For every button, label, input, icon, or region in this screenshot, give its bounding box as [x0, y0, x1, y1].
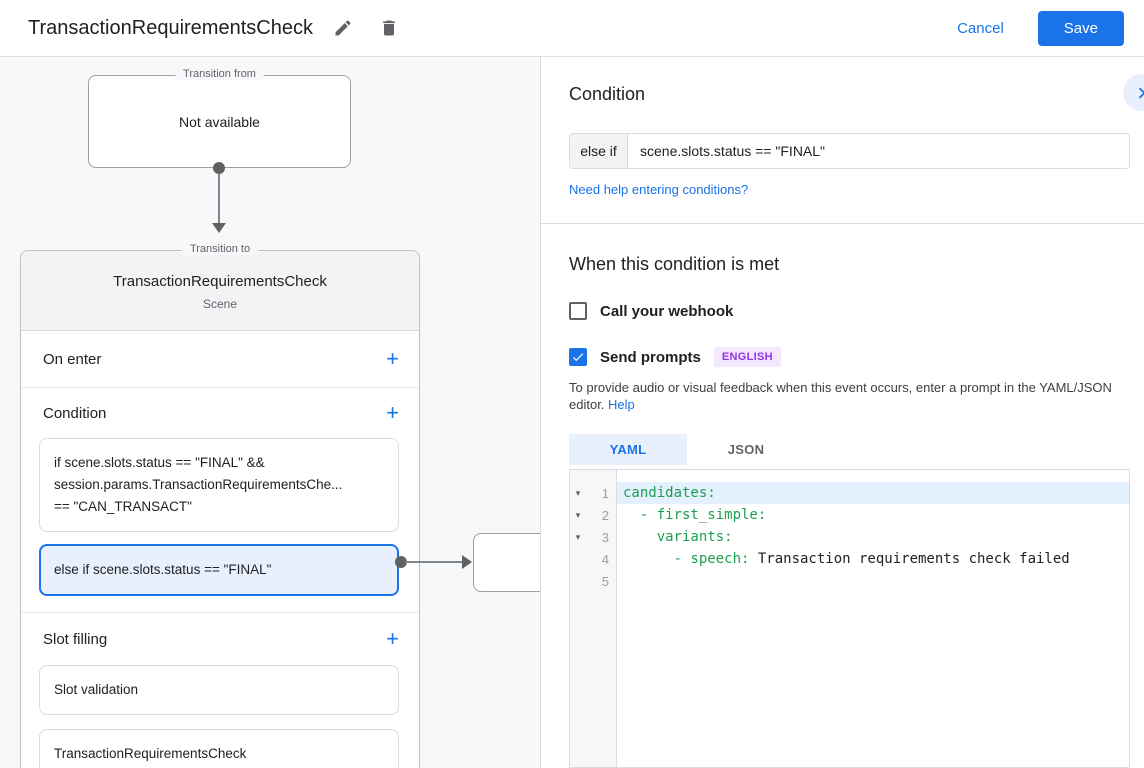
- line-number: 5: [601, 573, 609, 589]
- scene-diagram-canvas: Transition from Not available Transition…: [0, 57, 565, 768]
- yaml-key: - speech:: [623, 551, 758, 567]
- yaml-key: - first_simple:: [623, 507, 767, 523]
- send-prompts-row: Send prompts ENGLISH: [569, 347, 1130, 367]
- send-prompts-label: Send prompts: [600, 348, 701, 366]
- condition-1-line-2: session.params.TransactionRequirementsCh…: [54, 477, 343, 492]
- slot-validation-text: Slot validation: [54, 682, 139, 697]
- editor-gutter: ▾ 1 ▾ 2 ▾ 3 4 5: [570, 470, 617, 767]
- slot-filling-label: Slot filling: [43, 630, 108, 648]
- condition-item-1[interactable]: if scene.slots.status == "FINAL" && sess…: [39, 438, 399, 532]
- pencil-icon: [333, 18, 353, 38]
- line-number: 2: [601, 507, 609, 523]
- add-slot-button[interactable]: +: [386, 626, 399, 651]
- webhook-row: Call your webhook: [569, 302, 1130, 320]
- transition-from-box: Transition from Not available: [88, 68, 351, 168]
- scene-card-subtitle: Scene: [202, 297, 238, 311]
- condition-expression-input[interactable]: [628, 134, 1129, 168]
- line-number: 3: [601, 529, 609, 545]
- slot-validation-item[interactable]: Slot validation: [39, 665, 399, 715]
- language-badge: ENGLISH: [713, 347, 781, 367]
- flow-connector-line: [218, 168, 220, 223]
- add-on-enter-button[interactable]: +: [386, 346, 399, 371]
- cancel-button[interactable]: Cancel: [947, 12, 1014, 45]
- code-line-4: - speech: Transaction requirements check…: [617, 548, 1129, 570]
- panel-title: Condition: [569, 84, 646, 104]
- slot-filling-section: Slot filling + Slot validation Transacti…: [21, 613, 419, 768]
- section-divider: [541, 223, 1144, 224]
- on-enter-label: On enter: [43, 350, 102, 368]
- transition-from-legend: Transition from: [175, 68, 264, 80]
- fold-icon[interactable]: ▾: [575, 532, 581, 542]
- tab-json[interactable]: JSON: [727, 442, 765, 457]
- condition-section: Condition + if scene.slots.status == "FI…: [21, 388, 419, 613]
- helper-text-body: To provide audio or visual feedback when…: [569, 380, 1112, 412]
- condition-header-row: Condition +: [21, 388, 419, 438]
- checkmark-icon: [571, 350, 585, 364]
- condition-1-line-3: == "CAN_TRANSACT": [54, 499, 192, 514]
- page-title: TransactionRequirementsCheck: [28, 16, 313, 39]
- edit-scene-button[interactable]: [327, 12, 359, 44]
- tab-yaml[interactable]: YAML: [569, 434, 687, 465]
- add-condition-button[interactable]: +: [386, 400, 399, 425]
- save-button[interactable]: Save: [1037, 10, 1124, 46]
- prompt-helper-text: To provide audio or visual feedback when…: [569, 379, 1130, 413]
- code-line-5: [617, 570, 1129, 592]
- editor-code-area[interactable]: candidates: - first_simple: variants: - …: [617, 470, 1129, 767]
- call-webhook-checkbox[interactable]: [569, 302, 587, 320]
- transition-from-content: Not available: [179, 114, 260, 130]
- condition-label: Condition: [43, 404, 107, 422]
- yaml-key: candidates:: [623, 485, 716, 501]
- line-number: 4: [601, 551, 609, 567]
- flow-connector-dot: [213, 162, 225, 174]
- editor-format-tabs: YAML JSON: [569, 434, 1130, 465]
- scene-card-header[interactable]: TransactionRequirementsCheck Scene: [21, 251, 419, 331]
- slot-item[interactable]: TransactionRequirementsCheck: [39, 729, 399, 768]
- arrow-right-icon: [462, 555, 472, 569]
- send-prompts-checkbox[interactable]: [569, 348, 587, 366]
- scene-card: Transition to TransactionRequirementsChe…: [20, 243, 420, 768]
- help-link[interactable]: Help: [608, 397, 635, 412]
- delete-scene-button[interactable]: [373, 12, 405, 44]
- transition-to-legend: Transition to: [181, 243, 259, 255]
- chevron-right-icon: [1131, 82, 1144, 104]
- prompt-code-editor[interactable]: ▾ 1 ▾ 2 ▾ 3 4 5 candidates: - first_simple:…: [569, 469, 1130, 768]
- condition-connector-dot: [395, 556, 407, 568]
- trash-icon: [379, 18, 399, 38]
- yaml-value: Transaction requirements check failed: [757, 551, 1070, 567]
- condition-detail-panel: Condition else if Need help entering con…: [540, 57, 1144, 768]
- condition-item-2-selected[interactable]: else if scene.slots.status == "FINAL": [39, 544, 399, 596]
- arrow-down-icon: [212, 223, 226, 233]
- call-webhook-label: Call your webhook: [600, 302, 734, 320]
- yaml-key: variants:: [623, 529, 733, 545]
- condition-connector-line: [405, 561, 462, 563]
- condition-1-line-1: if scene.slots.status == "FINAL" &&: [54, 455, 265, 470]
- condition-input-row: else if: [569, 133, 1130, 169]
- condition-2-text: else if scene.slots.status == "FINAL": [54, 562, 272, 577]
- scene-card-title: TransactionRequirementsCheck: [113, 273, 327, 290]
- code-line-2: - first_simple:: [617, 504, 1129, 526]
- when-met-title: When this condition is met: [569, 254, 780, 274]
- code-line-1: candidates:: [617, 482, 1129, 504]
- conditions-help-link[interactable]: Need help entering conditions?: [569, 182, 749, 197]
- condition-prefix: else if: [570, 134, 628, 168]
- toolbar: TransactionRequirementsCheck Cancel Save: [0, 0, 1144, 57]
- fold-icon[interactable]: ▾: [575, 510, 581, 520]
- collapse-panel-button[interactable]: [1123, 74, 1144, 111]
- fold-icon[interactable]: ▾: [575, 488, 581, 498]
- slot-item-text: TransactionRequirementsCheck: [54, 746, 247, 761]
- on-enter-row: On enter +: [21, 331, 419, 388]
- slot-filling-header-row: Slot filling +: [21, 613, 419, 665]
- code-line-3: variants:: [617, 526, 1129, 548]
- line-number: 1: [601, 485, 609, 501]
